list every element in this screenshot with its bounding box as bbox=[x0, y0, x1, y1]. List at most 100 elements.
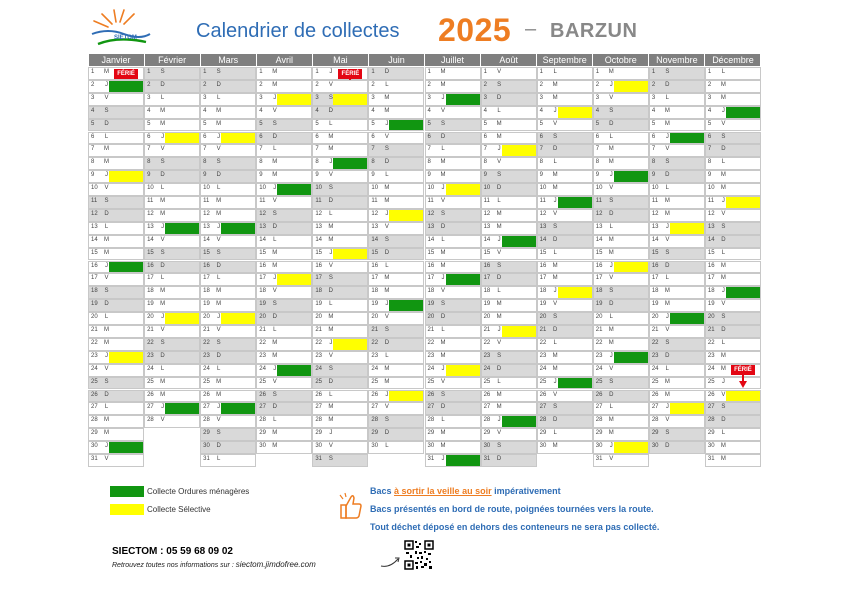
weekday-letter: D bbox=[104, 301, 109, 308]
collect-slot bbox=[446, 313, 480, 324]
day-number: 16 bbox=[371, 262, 379, 269]
collect-slot bbox=[277, 262, 311, 273]
weekday-letter: J bbox=[217, 404, 221, 411]
weekday-letter: L bbox=[553, 339, 557, 346]
collect-slot bbox=[726, 68, 760, 79]
weekday-letter: L bbox=[609, 314, 613, 321]
weekday-letter: M bbox=[384, 275, 390, 282]
day-number: 21 bbox=[91, 327, 98, 333]
weekday-letter: S bbox=[384, 417, 389, 424]
day-number: 29 bbox=[707, 430, 715, 437]
weekday-letter: S bbox=[328, 185, 333, 192]
day-number: 3 bbox=[91, 94, 95, 101]
weekday-letter: M bbox=[160, 288, 166, 295]
collect-slot bbox=[221, 145, 255, 156]
weekday-letter: M bbox=[496, 314, 502, 321]
title-separator: – bbox=[525, 18, 537, 40]
collect-slot bbox=[333, 403, 367, 414]
day-number: 29 bbox=[483, 430, 491, 437]
ferie-badge: FÉRIÉ bbox=[730, 364, 755, 375]
weekday-letter: M bbox=[272, 69, 278, 75]
day-number: 8 bbox=[315, 159, 319, 166]
day-number: 21 bbox=[315, 327, 323, 333]
collect-slot bbox=[502, 158, 536, 169]
day-number: 25 bbox=[371, 378, 379, 385]
day-number: 7 bbox=[651, 146, 656, 153]
day-number: 10 bbox=[539, 185, 547, 192]
weekday-letter: D bbox=[440, 404, 446, 411]
day-number: 15 bbox=[315, 249, 323, 256]
weekday-letter: L bbox=[441, 417, 445, 424]
weekday-letter: M bbox=[496, 223, 502, 230]
collect-slot bbox=[670, 145, 704, 156]
collect-slot bbox=[558, 120, 592, 131]
weekday-letter: S bbox=[721, 314, 726, 321]
day-number: 5 bbox=[315, 120, 319, 127]
day-number: 19 bbox=[427, 301, 435, 308]
collect-slot bbox=[165, 262, 199, 273]
collect-slot bbox=[614, 107, 648, 118]
collect-slot bbox=[670, 416, 704, 427]
website-url[interactable]: siectom.jimdofree.com bbox=[235, 560, 316, 569]
day-number: 16 bbox=[259, 262, 266, 269]
day-number: 23 bbox=[707, 352, 715, 359]
day-number: 18 bbox=[371, 288, 379, 295]
weekday-letter: M bbox=[720, 443, 726, 450]
collect-slot bbox=[221, 94, 255, 105]
day-number: 26 bbox=[315, 391, 323, 398]
weekday-letter: V bbox=[104, 94, 109, 101]
collect-slot bbox=[221, 352, 255, 363]
collect-selective-mark bbox=[445, 184, 480, 195]
weekday-letter: D bbox=[665, 81, 670, 88]
collect-slot bbox=[726, 326, 760, 337]
day-number: 17 bbox=[371, 275, 379, 282]
month-header-6: Juillet bbox=[425, 54, 481, 66]
collect-slot bbox=[389, 171, 423, 182]
collect-slot bbox=[165, 339, 199, 350]
day-number: 2 bbox=[259, 81, 263, 88]
weekday-letter: L bbox=[329, 301, 333, 308]
collect-slot bbox=[558, 442, 592, 453]
day-number: 1 bbox=[315, 69, 319, 75]
qr-code-icon[interactable] bbox=[404, 540, 434, 570]
collect-slot bbox=[221, 68, 255, 79]
collect-slot bbox=[446, 171, 480, 182]
collect-slot bbox=[109, 145, 143, 156]
collect-slot bbox=[389, 365, 423, 376]
collect-slot bbox=[502, 429, 536, 440]
weekday-letter: S bbox=[328, 456, 333, 462]
weekday-letter: S bbox=[216, 159, 221, 166]
day-number: 26 bbox=[539, 391, 547, 398]
collect-slot bbox=[558, 403, 592, 414]
weekday-letter: J bbox=[273, 185, 277, 192]
collect-slot bbox=[221, 442, 255, 453]
weekday-letter: J bbox=[609, 81, 613, 88]
weekday-letter: M bbox=[720, 81, 726, 88]
weekday-letter: D bbox=[496, 94, 502, 101]
collect-slot bbox=[109, 210, 143, 221]
day-number: 14 bbox=[91, 236, 98, 243]
day-number: 1 bbox=[539, 69, 543, 75]
collect-slot bbox=[558, 68, 592, 79]
